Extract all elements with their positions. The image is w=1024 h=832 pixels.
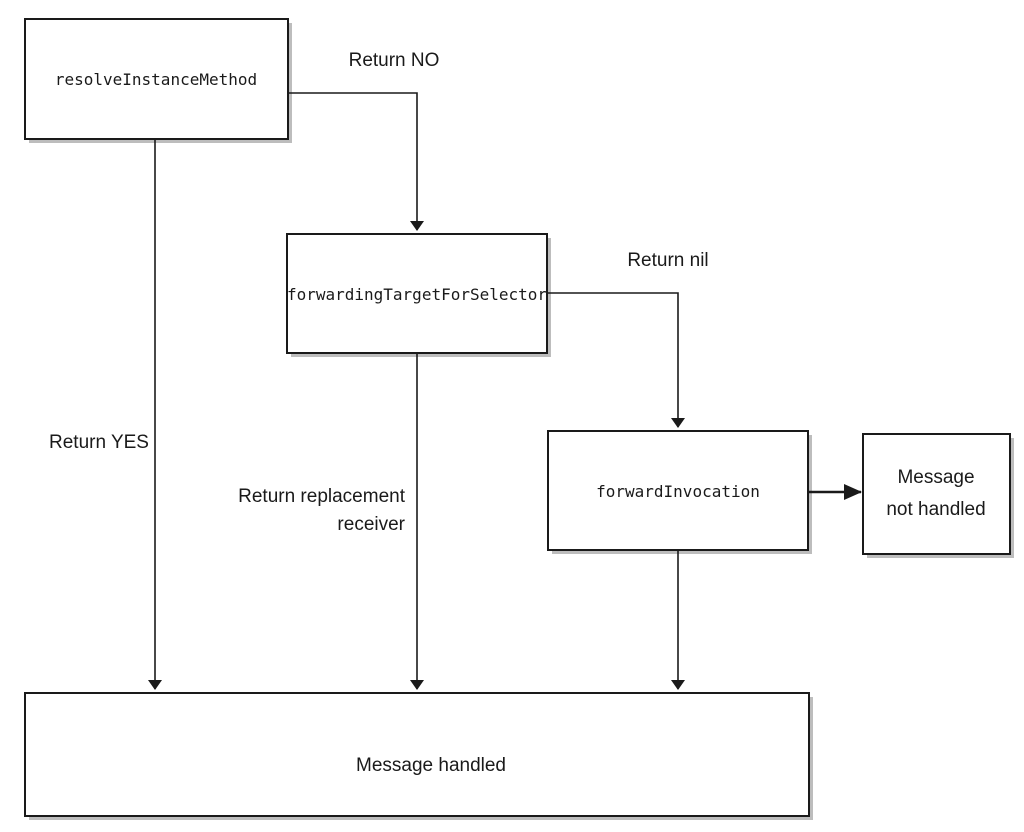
return-replacement-label-line-2: receiver [337, 514, 405, 535]
not-handled-line-2: not handled [886, 499, 985, 520]
edge-return-no [288, 92, 424, 231]
resolve-instance-method-label: resolveInstanceMethod [55, 70, 257, 89]
edge-return-nil [547, 292, 685, 428]
message-handled-box: Message handled [24, 692, 813, 820]
forwarding-target-label: forwardingTargetForSelector [287, 285, 547, 304]
return-nil-label: Return nil [627, 250, 708, 271]
resolve-instance-method-box: resolveInstanceMethod [24, 18, 292, 143]
return-yes-label: Return YES [49, 432, 149, 453]
message-handled-label: Message handled [356, 755, 506, 776]
return-replacement-label-line-1: Return replacement [238, 486, 406, 507]
forward-invocation-label: forwardInvocation [596, 482, 760, 501]
return-no-label: Return NO [349, 50, 440, 71]
forward-invocation-box: forwardInvocation [547, 430, 812, 554]
not-handled-line-1: Message [897, 467, 974, 488]
forwarding-target-box: forwardingTargetForSelector [286, 233, 551, 357]
message-not-handled-box: Message not handled [862, 433, 1014, 558]
